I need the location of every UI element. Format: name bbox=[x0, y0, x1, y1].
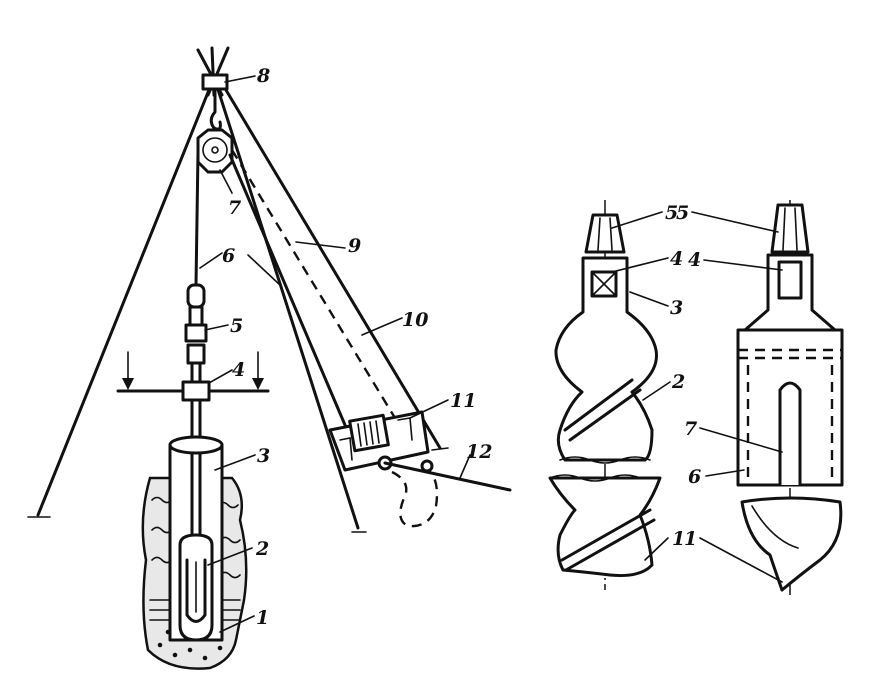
auger-spiral-upper-b bbox=[568, 388, 642, 442]
label-auger-2: 2 bbox=[671, 371, 685, 393]
label-spoon-1: 1 bbox=[684, 528, 697, 550]
tripod-leg-right bbox=[218, 78, 442, 450]
spoon-tip-line-a bbox=[782, 207, 786, 251]
label-9: 9 bbox=[348, 235, 361, 257]
label-2: 2 bbox=[255, 538, 269, 560]
winch-axle-right bbox=[420, 459, 434, 473]
pulley-axle bbox=[211, 146, 219, 154]
auger-tip-line-b bbox=[609, 217, 613, 251]
label-spoon-7: 7 bbox=[684, 418, 697, 440]
drill-bit bbox=[185, 558, 207, 623]
connector bbox=[184, 323, 208, 343]
label-5: 5 bbox=[230, 315, 243, 337]
handle-clamp bbox=[181, 380, 211, 402]
auger-hole-x2 bbox=[591, 271, 617, 297]
head-clamp bbox=[201, 73, 229, 91]
connector-lower bbox=[186, 343, 206, 365]
label-spoon-5: 5 bbox=[676, 202, 689, 224]
label-12: 12 bbox=[466, 441, 492, 463]
label-7: 7 bbox=[228, 197, 241, 219]
label-3: 3 bbox=[257, 445, 270, 467]
label-1: 1 bbox=[256, 607, 269, 629]
auger-spiral-lower-b bbox=[564, 518, 656, 572]
lifting-rope bbox=[194, 150, 200, 287]
spoon-body-slot bbox=[778, 381, 802, 485]
spoon-tip bbox=[770, 203, 810, 254]
leader-lines bbox=[199, 75, 783, 633]
auger-break-top bbox=[559, 456, 651, 464]
label-4: 4 bbox=[232, 359, 245, 381]
label-11: 11 bbox=[450, 390, 476, 412]
tripod-rig bbox=[27, 46, 512, 670]
arrow-left-head bbox=[122, 378, 134, 390]
label-auger-3: 3 bbox=[670, 297, 683, 319]
spoon-slot bbox=[777, 260, 803, 300]
auger-break-bottom bbox=[549, 474, 641, 482]
swivel-link bbox=[188, 305, 204, 327]
label-10: 10 bbox=[402, 309, 428, 331]
auger-spiral-upper bbox=[563, 378, 634, 432]
swivel-top bbox=[186, 283, 206, 309]
auger-tip bbox=[584, 213, 626, 254]
auger-shank bbox=[554, 256, 658, 462]
label-spoon-4: 4 bbox=[688, 249, 701, 271]
spoon-tip-line-b bbox=[794, 207, 798, 251]
winch-drum bbox=[348, 413, 390, 453]
label-6: 6 bbox=[222, 245, 235, 267]
label-auger-4: 4 bbox=[670, 248, 683, 270]
tripod-leg-middle bbox=[213, 78, 360, 530]
auger-tip-line-a bbox=[597, 217, 601, 251]
hook bbox=[209, 87, 222, 131]
spoon-cutter-curve bbox=[751, 505, 799, 549]
label-auger-5: 5 bbox=[665, 202, 678, 224]
winch-crank bbox=[383, 461, 512, 492]
label-auger-1: 1 bbox=[672, 528, 685, 550]
tripod-leg-left bbox=[36, 73, 217, 517]
winch-bracket-left bbox=[339, 437, 353, 461]
pulley-wheel bbox=[202, 137, 228, 163]
tripod-foot-right bbox=[431, 447, 449, 451]
label-8: 8 bbox=[256, 65, 270, 87]
winch-rope bbox=[228, 153, 347, 427]
spoon-cutter bbox=[740, 496, 843, 592]
labels: 8 7 6 9 10 5 4 11 3 12 2 1 5 4 3 2 1 5 4… bbox=[222, 65, 701, 629]
auger-drill bbox=[548, 200, 662, 590]
arrow-right-head bbox=[252, 378, 264, 390]
winch-drum-coils bbox=[357, 420, 380, 447]
casing-top bbox=[168, 435, 224, 455]
crank-rotation-path bbox=[391, 469, 439, 528]
label-spoon-6: 6 bbox=[688, 466, 701, 488]
auger-spiral-lower bbox=[560, 508, 652, 562]
spoon-drill bbox=[736, 200, 844, 595]
dashed-rope bbox=[230, 149, 397, 419]
